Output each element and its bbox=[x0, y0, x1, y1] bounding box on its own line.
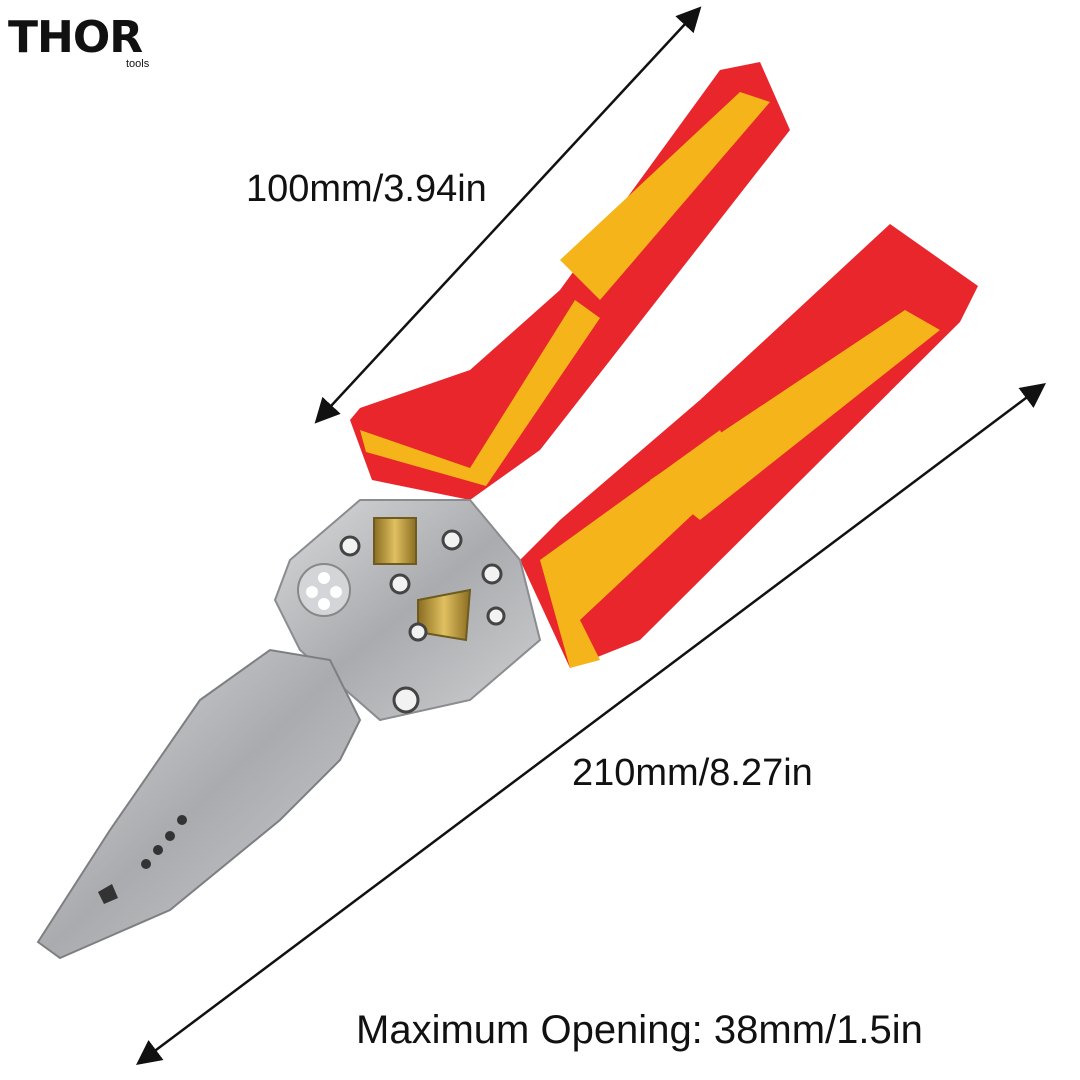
handle-dimension-arrow bbox=[314, 6, 702, 424]
lower-handle bbox=[520, 224, 978, 668]
brand-sub: tools bbox=[126, 58, 150, 70]
handle-length-label: 100mm/3.94in bbox=[246, 168, 487, 210]
crimp-head bbox=[273, 499, 542, 722]
brand-name: THOR bbox=[8, 12, 143, 63]
length-dimension-arrow bbox=[135, 383, 1047, 1065]
total-length-label: 210mm/8.27in bbox=[572, 752, 813, 794]
pliers-jaw bbox=[36, 648, 362, 960]
brand-logo: THOR tools bbox=[8, 12, 149, 71]
max-opening-label: Maximum Opening: 38mm/1.5in bbox=[356, 1008, 923, 1052]
upper-handle bbox=[350, 62, 790, 500]
